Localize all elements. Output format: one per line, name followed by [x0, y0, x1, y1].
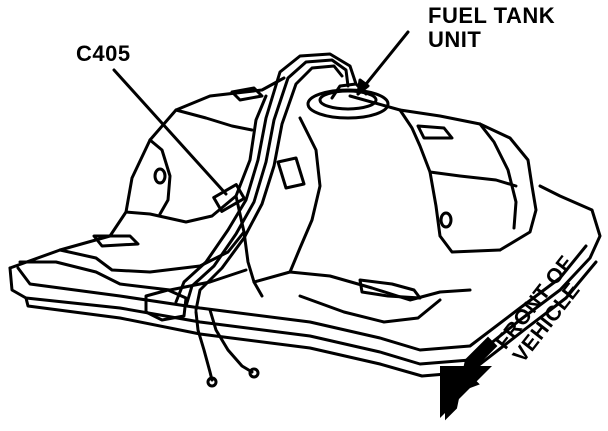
- right-hump-edge: [428, 170, 518, 188]
- fuel-tank-unit-ring: [318, 89, 378, 111]
- left-hump: [124, 94, 268, 224]
- tank-flange: [8, 184, 602, 366]
- fuel-tank-unit-label-line2: UNIT: [428, 27, 482, 52]
- wire-end-2: [248, 367, 260, 379]
- right-hump: [398, 108, 502, 254]
- left-hump-ridge: [148, 138, 172, 216]
- wire-end-1: [206, 376, 218, 388]
- right-pad: [416, 124, 454, 140]
- fuel-line-2: [184, 58, 350, 308]
- left-pad: [92, 234, 140, 248]
- left-hump-top: [174, 108, 254, 132]
- left-step: [58, 230, 246, 274]
- tank-flange-inner: [16, 244, 588, 352]
- center-pad: [276, 156, 306, 190]
- wire-harness-clip: [144, 288, 188, 322]
- hanging-wire-1: [194, 310, 214, 382]
- front-direction-arrowhead: [440, 366, 492, 418]
- rear-pad: [230, 86, 264, 102]
- mount-hole-left: [153, 167, 167, 185]
- fuel-line-3: [194, 64, 344, 312]
- fuel-line-1: [174, 52, 358, 304]
- c405-label: C405: [76, 41, 131, 66]
- hanging-wire-2: [208, 308, 254, 374]
- fuel-tank-unit-label-line1: FUEL TANK: [428, 3, 556, 28]
- tank-flange-lower: [24, 260, 598, 378]
- right-hump-ridge: [478, 122, 518, 230]
- fuel-unit-arrowhead: [356, 78, 370, 96]
- right-step-pad: [358, 278, 422, 300]
- center-floor: [252, 270, 472, 302]
- mount-hole-right: [439, 211, 453, 229]
- fuel-tank-unit-label: FUEL TANK UNIT: [428, 4, 555, 52]
- center-channel-right: [288, 116, 322, 274]
- right-step: [298, 294, 442, 324]
- tank-body-outline: [8, 76, 538, 270]
- center-channel-left: [234, 194, 264, 298]
- c405-leader: [112, 68, 228, 196]
